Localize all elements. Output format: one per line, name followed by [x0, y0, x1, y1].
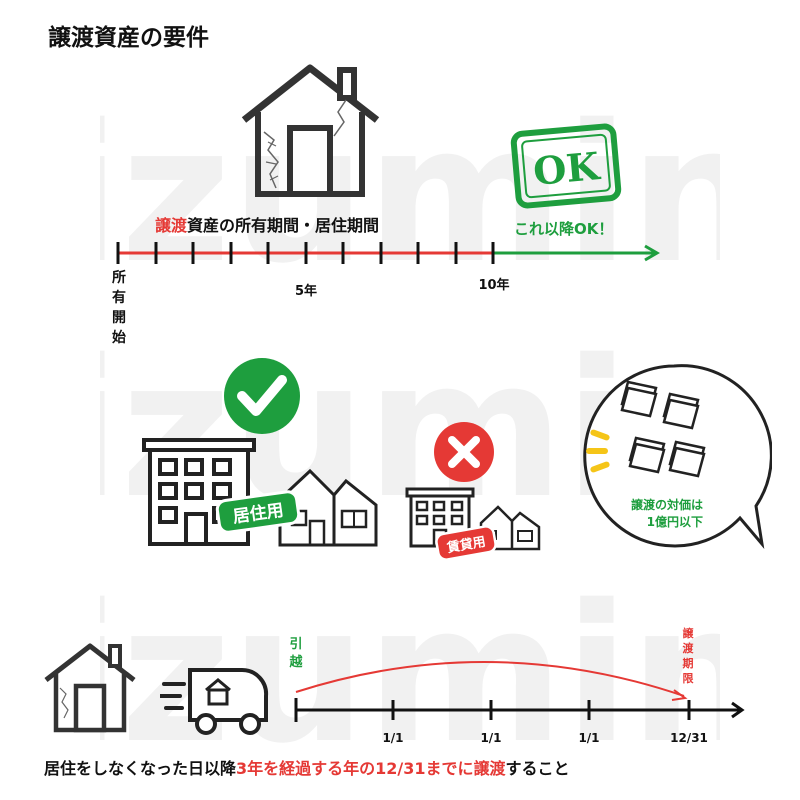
ok-caption: これ以降OK！	[514, 220, 614, 238]
residential-tag: 居住用	[215, 490, 301, 534]
price-note: 譲渡の対価は 1億円以下	[630, 498, 703, 529]
ownership-timeline	[116, 242, 660, 264]
move-label: 引越	[289, 637, 303, 670]
check-icon	[224, 358, 300, 434]
page-title: 譲渡資産の要件	[48, 25, 209, 51]
tick-label: 1/1	[578, 731, 600, 745]
tick-label: 12/31	[670, 731, 708, 745]
apartment-building-icon	[142, 438, 256, 546]
cross-icon	[434, 422, 494, 482]
tick-10-label: 10年	[478, 278, 510, 293]
house-icon	[241, 64, 380, 197]
bottom-caption: 居住をしなくなった日以降3年を経過する年の12/31までに譲渡すること	[44, 759, 570, 778]
house-icon	[44, 643, 136, 733]
timeline-label: 譲渡資産の所有期間・居住期間	[155, 216, 380, 235]
svg-text:賃貸用: 賃貸用	[445, 534, 487, 557]
deadline-label: 譲渡期限	[682, 627, 694, 685]
start-label: 所有開始	[112, 270, 126, 346]
tick-5-label: 5年	[294, 284, 318, 299]
move-out-timeline	[294, 660, 745, 722]
svg-text:OK: OK	[531, 143, 603, 194]
ok-stamp-icon: OK	[510, 123, 622, 209]
house-icon	[278, 468, 378, 547]
tick-label: 1/1	[480, 731, 502, 745]
tick-label: 1/1	[382, 731, 404, 745]
moving-truck-icon	[160, 667, 269, 735]
money-icon	[586, 380, 706, 478]
rental-tag: 賃貸用	[435, 525, 497, 561]
